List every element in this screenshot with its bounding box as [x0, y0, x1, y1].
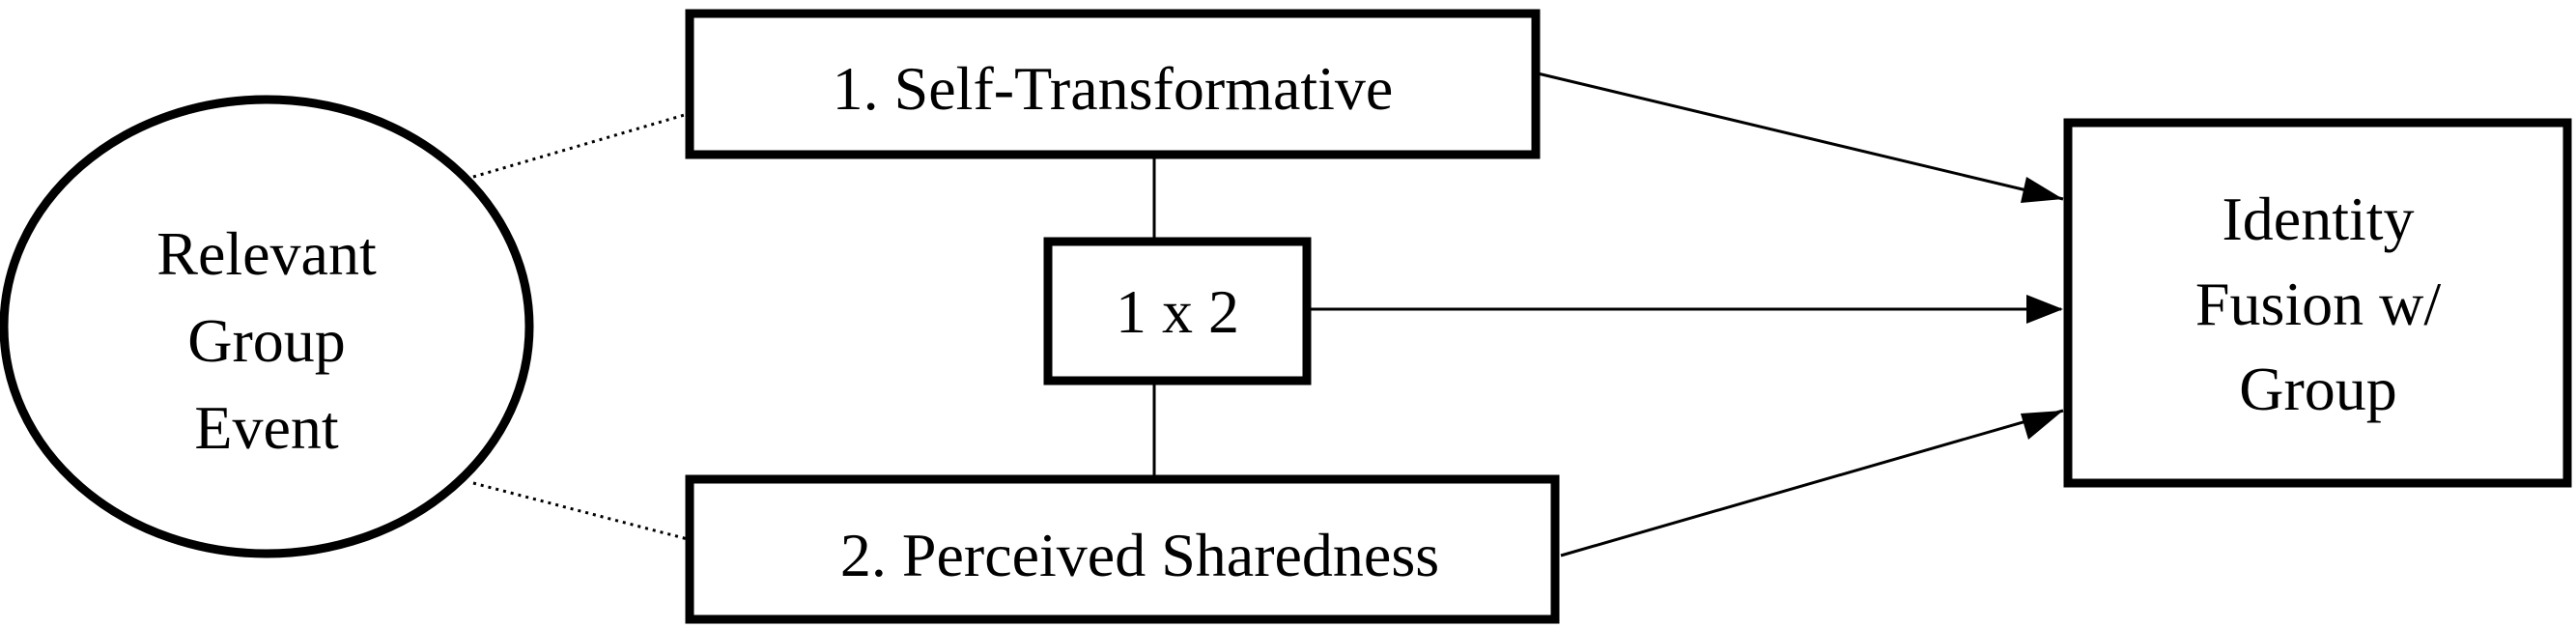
self-transformative-node: 1. Self-Transformative — [685, 9, 1541, 159]
dotted-connector-top — [472, 112, 689, 179]
interaction-box — [1043, 237, 1312, 385]
relevant-group-event-node: Relevant Group Event — [0, 95, 534, 558]
interaction-node: 1 x 2 — [1043, 237, 1312, 385]
event-ellipse — [0, 95, 534, 558]
dotted-connector-bottom — [472, 481, 689, 541]
identity-fusion-label-line-2: Fusion w/ — [2195, 270, 2442, 338]
identity-fusion-box — [2063, 118, 2572, 488]
event-label-line-1: Relevant — [156, 219, 377, 288]
identity-fusion-label-line-1: Identity — [2222, 185, 2414, 253]
perceived-sharedness-label: 2. Perceived Sharedness — [840, 521, 1439, 589]
self-transformative-box — [685, 9, 1541, 159]
arrowhead-self-to-fusion — [2021, 177, 2063, 203]
identity-fusion-node: Identity Fusion w/ Group — [2063, 118, 2572, 488]
identity-fusion-label-line-3: Group — [2239, 355, 2397, 423]
arrowhead-interaction-to-fusion — [2026, 295, 2063, 324]
self-transformative-label: 1. Self-Transformative — [833, 54, 1394, 123]
arrowhead-sharedness-to-fusion — [2021, 411, 2063, 440]
event-label-line-3: Event — [194, 393, 339, 462]
perceived-sharedness-node: 2. Perceived Sharedness — [685, 474, 1560, 624]
arrow-self-to-fusion — [1537, 71, 2064, 201]
arrow-sharedness-to-fusion — [1560, 409, 2064, 557]
perceived-sharedness-box — [685, 474, 1560, 624]
interaction-label: 1 x 2 — [1116, 277, 1239, 346]
event-label-line-2: Group — [187, 306, 346, 375]
